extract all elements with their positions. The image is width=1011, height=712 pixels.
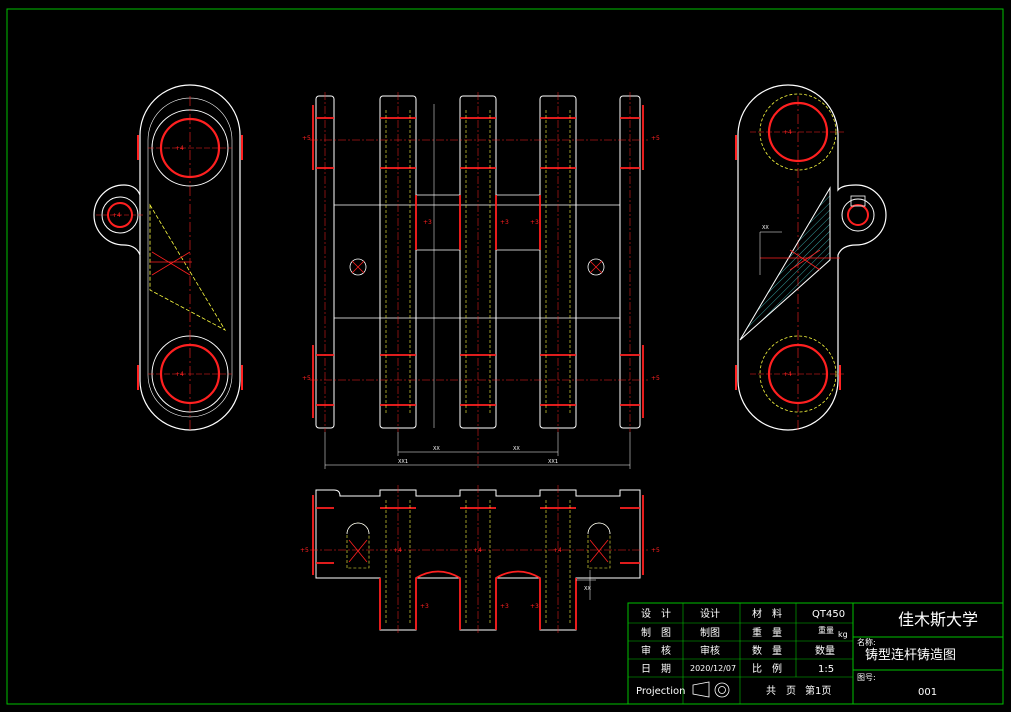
allowance-mark: +4	[393, 547, 402, 554]
tb-scale-label: 比 例	[752, 662, 782, 675]
drawing-frame	[6, 8, 1004, 705]
dim-offset: XX	[584, 586, 591, 592]
allowance-mark: +4	[553, 547, 562, 554]
allowance-mark: +4	[473, 547, 482, 554]
allowance-mark: +3	[500, 603, 509, 610]
left-side-view	[93, 84, 243, 432]
allowance-mark: +3	[500, 219, 509, 226]
allowance-mark: +5	[651, 547, 660, 554]
title-block	[627, 602, 1004, 705]
dim-overall-left: XX1	[398, 459, 408, 465]
bottom-view	[310, 485, 648, 635]
allowance-mark: +4	[783, 371, 792, 378]
allowance-mark: +3	[530, 603, 539, 610]
allowance-mark: +4	[175, 371, 184, 378]
allowance-mark: +4	[175, 145, 184, 152]
tb-projection-label: Projection	[636, 686, 685, 697]
tb-row-name: 设计	[700, 607, 720, 620]
tb-material-value: QT450	[812, 609, 845, 620]
tb-weight-unit: kg	[838, 630, 848, 639]
tb-row-role: 日 期	[641, 663, 671, 675]
tb-sheets-total: 共 页	[766, 685, 796, 697]
tb-drawing-title: 铸型连杆铸造图	[865, 647, 956, 663]
tb-row-role: 审 核	[641, 644, 671, 657]
allowance-mark: +4	[783, 129, 792, 136]
tb-sheet-current: 第1页	[805, 684, 831, 697]
dim-pitch-right: XX	[513, 446, 520, 452]
tb-weight-value: 重量	[818, 625, 834, 635]
tb-quantity-label: 数 量	[752, 644, 782, 657]
tb-quantity-value: 数量	[815, 644, 835, 657]
tb-row-name: 审核	[700, 644, 720, 657]
tb-weight-label: 重 量	[752, 626, 782, 639]
tb-drawing-no-prefix: 图号:	[857, 673, 876, 682]
tb-name-prefix: 名称:	[857, 637, 876, 647]
tb-row-role: 制 图	[641, 626, 671, 639]
allowance-mark: +5	[302, 135, 311, 142]
tb-date: 2020/12/07	[690, 664, 736, 673]
tb-row-role: 设 计	[641, 607, 671, 620]
tb-drawing-no: 001	[918, 687, 937, 698]
allowance-mark: +5	[651, 375, 660, 382]
dim-height: XX	[762, 225, 769, 231]
allowance-mark: +5	[300, 547, 309, 554]
tb-row-name: 制图	[700, 626, 720, 639]
front-view	[310, 92, 648, 470]
allowance-mark: +3	[423, 219, 432, 226]
right-side-view	[735, 84, 887, 432]
allowance-mark: +3	[530, 219, 539, 226]
projection-symbol-icon	[692, 681, 730, 698]
tb-university: 佳木斯大学	[898, 610, 978, 629]
tb-material-label: 材 料	[752, 607, 782, 620]
allowance-mark: +4	[112, 212, 121, 219]
allowance-mark: +5	[302, 375, 311, 382]
dim-overall-right: XX1	[548, 459, 558, 465]
tb-scale-value: 1:5	[818, 664, 834, 675]
allowance-mark: +3	[420, 603, 429, 610]
allowance-mark: +5	[651, 135, 660, 142]
dim-pitch-left: XX	[433, 446, 440, 452]
